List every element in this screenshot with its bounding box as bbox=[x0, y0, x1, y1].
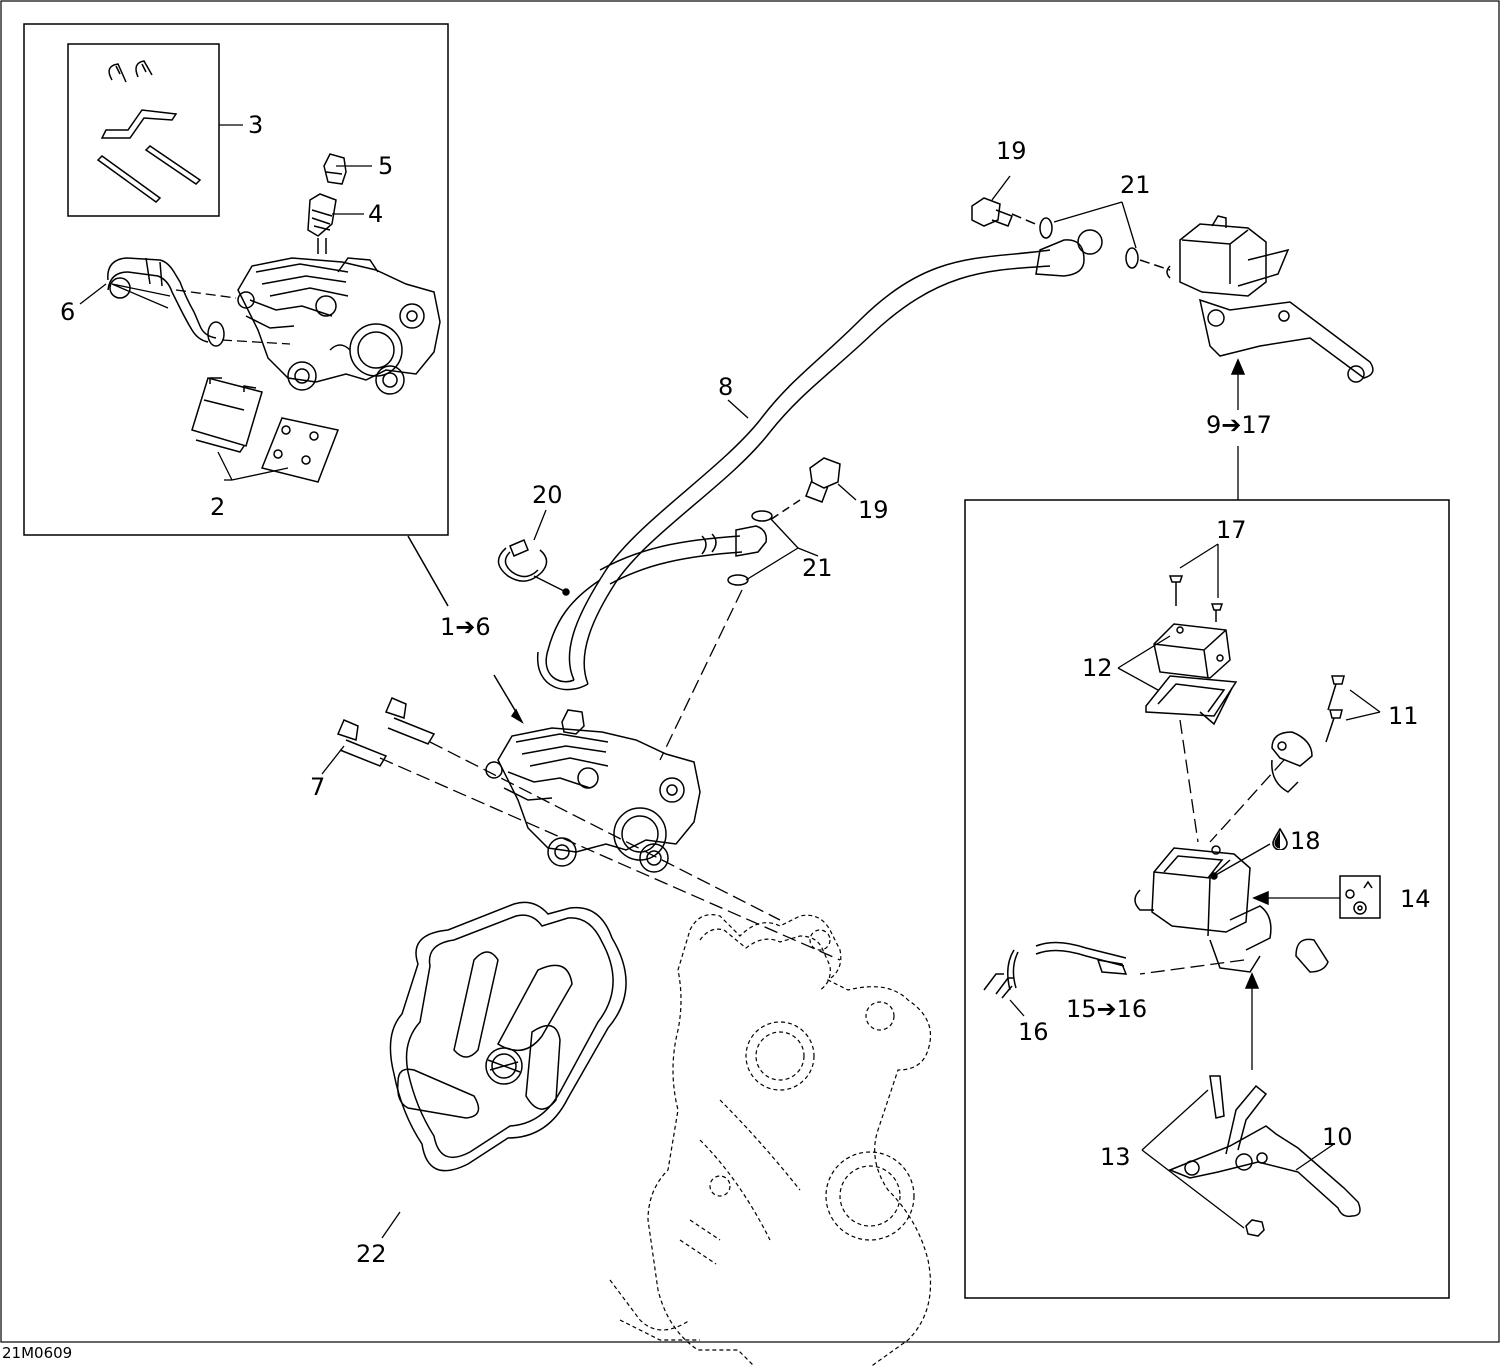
callout-20: 20 bbox=[532, 481, 563, 509]
brake-pads bbox=[191, 377, 340, 483]
washer-upper-b bbox=[1125, 247, 1139, 269]
callout-21-lower: 21 bbox=[802, 554, 833, 582]
caliper-bolts bbox=[336, 697, 436, 767]
brake-disc-plate bbox=[389, 901, 627, 1172]
bolt-dash bbox=[1011, 213, 1171, 271]
figure-reference: 21M0609 bbox=[2, 1344, 73, 1362]
master-cylinder-assembly bbox=[1166, 215, 1374, 383]
callout-1-6: 1➔6 bbox=[440, 613, 491, 641]
pivot-leader-13 bbox=[1141, 1089, 1245, 1229]
cover-leader bbox=[1117, 635, 1171, 691]
brake-hose-fitting bbox=[107, 257, 225, 347]
banjo-bolt-lower bbox=[805, 457, 841, 503]
callout-5: 5 bbox=[378, 152, 394, 180]
callout-10: 10 bbox=[1322, 1123, 1353, 1151]
callout-17: 17 bbox=[1216, 516, 1247, 544]
pin-kit-parts bbox=[96, 60, 202, 203]
washer-upper-a bbox=[1039, 217, 1053, 239]
brake-hose bbox=[537, 229, 1103, 691]
callout-4: 4 bbox=[368, 200, 384, 228]
banjo-bolt-lower-leader bbox=[837, 483, 857, 501]
pin-kit-box bbox=[67, 43, 220, 217]
washer-upper-leader bbox=[1053, 201, 1137, 249]
bleeder-screw bbox=[307, 193, 337, 254]
washer-lower-a bbox=[751, 510, 773, 522]
bleeder-cap bbox=[323, 153, 347, 185]
clamp-screws bbox=[1325, 675, 1345, 743]
inset-box-14 bbox=[1339, 875, 1381, 919]
brake-caliper bbox=[485, 709, 701, 873]
callout-13: 13 bbox=[1100, 1143, 1131, 1171]
brake-switch bbox=[1007, 941, 1128, 991]
caliper-detail-drawing bbox=[237, 257, 441, 395]
plate-leader bbox=[381, 1211, 401, 1239]
banjo-bolt-upper-leader bbox=[991, 175, 1011, 201]
callout-11: 11 bbox=[1388, 702, 1419, 730]
steering-knuckle bbox=[609, 914, 932, 1366]
hose-leader bbox=[727, 399, 749, 419]
master-cylinder-body bbox=[1134, 845, 1272, 973]
bolt-dash-lower bbox=[769, 499, 801, 521]
callout-6: 6 bbox=[60, 298, 76, 326]
fluid-drop-icon bbox=[1272, 827, 1288, 854]
master-cylinder-kit-box bbox=[964, 499, 1450, 1299]
callout-22: 22 bbox=[356, 1240, 387, 1268]
screw-leader bbox=[1179, 543, 1219, 598]
caliper-kit-box bbox=[23, 23, 449, 536]
leader-lines bbox=[79, 124, 372, 481]
callout-19-upper: 19 bbox=[996, 137, 1027, 165]
callout-8: 8 bbox=[718, 373, 734, 401]
callout-3: 3 bbox=[248, 111, 264, 139]
callout-15-16: 15➔16 bbox=[1066, 995, 1148, 1023]
brake-lever bbox=[1167, 1075, 1361, 1218]
lever-leader-10 bbox=[1295, 1143, 1335, 1171]
callout-21-upper: 21 bbox=[1120, 171, 1151, 199]
washer-lower-leader bbox=[745, 517, 819, 581]
boot bbox=[1295, 938, 1329, 973]
callout-14: 14 bbox=[1400, 885, 1431, 913]
dashed-lines bbox=[379, 589, 1285, 975]
callout-9-17: 9➔17 bbox=[1206, 411, 1272, 439]
clamp-dot bbox=[562, 588, 570, 596]
assembly-arrowhead bbox=[1230, 358, 1246, 375]
pivot-nut bbox=[1245, 1219, 1265, 1237]
callout-7: 7 bbox=[310, 773, 326, 801]
callout-12: 12 bbox=[1082, 654, 1113, 682]
reservoir-diaphragm bbox=[1145, 675, 1238, 726]
fluid-leader bbox=[1213, 843, 1271, 877]
reservoir-screws bbox=[1168, 575, 1224, 622]
callout-19-lower: 19 bbox=[858, 496, 889, 524]
wire-terminals bbox=[983, 973, 1014, 999]
lever-arrowhead bbox=[1244, 972, 1260, 989]
banjo-bolt-upper bbox=[971, 197, 1013, 227]
callout-18: 18 bbox=[1290, 827, 1321, 855]
callout-2: 2 bbox=[210, 493, 226, 521]
callout-16: 16 bbox=[1018, 1018, 1049, 1046]
washer-lower-b bbox=[727, 574, 749, 586]
inset-arrowhead-14 bbox=[1252, 890, 1269, 906]
bolt-leader bbox=[321, 745, 345, 775]
kit-arrowhead bbox=[510, 708, 524, 724]
hose-clamp bbox=[497, 539, 548, 582]
clamp-leader bbox=[533, 509, 567, 593]
terminal-leader bbox=[1009, 999, 1025, 1017]
kit-leader bbox=[407, 535, 449, 607]
reservoir-cover bbox=[1153, 623, 1231, 679]
clamp-leader-11 bbox=[1345, 689, 1381, 721]
inset-symbol-14 bbox=[1345, 880, 1373, 915]
handlebar-clamp bbox=[1271, 731, 1313, 793]
